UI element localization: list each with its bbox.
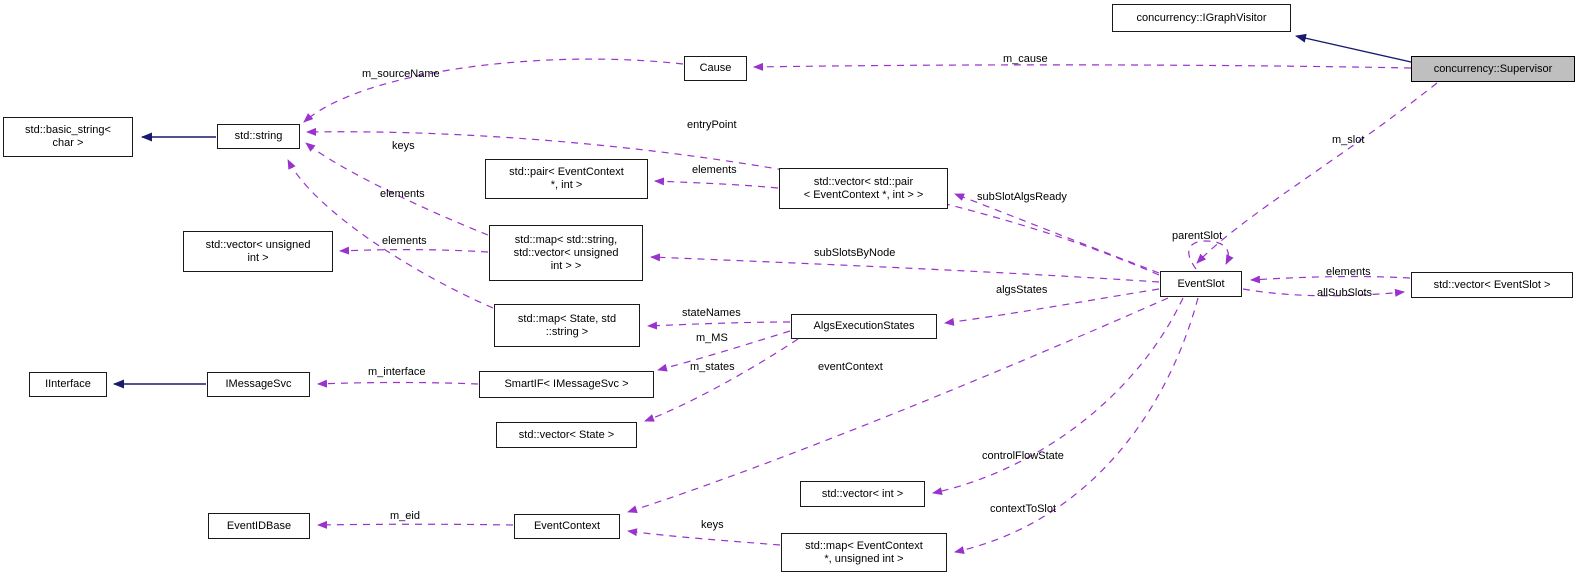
edge-label-allsubslots: allSubSlots [1317,287,1373,299]
node-vector-unsigned-int[interactable]: std::vector< unsigned int > [183,231,333,272]
node-vector-int[interactable]: std::vector< int > [800,481,925,507]
node-std-string[interactable]: std::string [217,124,300,149]
edge-entrypoint [306,127,1160,276]
edge-label-elements-string: elements [380,188,425,200]
edge-controlflowstate [932,297,1184,496]
node-vector-eventslot[interactable]: std::vector< EventSlot > [1411,272,1573,298]
edge-label-m-slot: m_slot [1332,134,1365,146]
node-imessagesvc[interactable]: IMessageSvc [207,372,310,397]
edge-contexttoslot [954,297,1199,554]
edge-m-sourcename [303,58,684,123]
edge-label-elements-vector-unsigned: elements [382,235,427,247]
edge-eventcontext [627,297,1169,514]
node-cause[interactable]: Cause [684,56,747,81]
node-eventslot[interactable]: EventSlot [1160,271,1242,297]
node-map-string-vector[interactable]: std::map< std::string, std::vector< unsi… [489,225,643,281]
edge-label-m-eid: m_eid [390,510,420,522]
edge-m-states [644,338,799,422]
node-map-state-string[interactable]: std::map< State, std ::string > [494,304,640,347]
edge-m-cause [753,62,1412,71]
edge-supervisor-igraphvisitor [1295,33,1412,63]
edge-label-contexttoslot: contextToSlot [990,503,1057,515]
edge-m-ms [657,330,791,372]
edge-elements-vector-unsigned [339,246,489,255]
edge-m-interface [317,379,479,388]
node-supervisor: concurrency::Supervisor [1411,56,1575,82]
edge-label-controlflowstate: controlFlowState [982,450,1064,462]
node-igraphvisitor[interactable]: concurrency::IGraphVisitor [1112,4,1291,32]
edge-label-parentslot: parentSlot [1172,230,1223,242]
edge-label-entrypoint: entryPoint [687,119,737,131]
edge-label-eventcontext: eventContext [818,361,883,373]
node-algs-execution-states[interactable]: AlgsExecutionStates [791,314,937,339]
node-smartif[interactable]: SmartIF< IMessageSvc > [479,371,654,398]
edge-subslotsbynode [650,253,1160,283]
edge-elements-eventslot [1250,275,1411,284]
node-vector-pair[interactable]: std::vector< std::pair < EventContext *,… [779,168,948,209]
node-eventidbase[interactable]: EventIDBase [208,513,310,539]
edge-label-keys-context: keys [701,519,724,531]
edge-m-slot [1196,82,1438,264]
edge-label-m-interface: m_interface [368,366,426,378]
edge-statenames [647,321,791,330]
node-pair-eventcontext-int[interactable]: std::pair< EventContext *, int > [485,159,648,199]
edge-label-keys-string: keys [392,140,415,152]
node-basic-string[interactable]: std::basic_string< char > [3,117,133,157]
edge-allsubslots [1242,288,1405,297]
node-eventcontext[interactable]: EventContext [514,514,620,539]
edge-elements-pair [654,177,779,189]
edge-label-elements-eventslot: elements [1326,266,1371,278]
edge-label-subslotalgsready: subSlotAlgsReady [977,191,1067,203]
edge-label-algsstates: algsStates [996,284,1048,296]
edge-label-m-states: m_states [690,361,735,373]
edge-label-subslotsbynode: subSlotsByNode [814,247,896,259]
node-map-eventcontext-unsigned[interactable]: std::map< EventContext *, unsigned int > [781,533,947,572]
edge-parentslot-loop [1188,240,1234,270]
edge-keys-string [305,142,489,236]
edge-label-statenames: stateNames [682,307,741,319]
edge-label-m-ms: m_MS [696,332,728,344]
edge-label-m-cause: m_cause [1003,53,1048,65]
edge-subslotalgsready [954,193,1160,274]
edge-keys-context [627,528,781,546]
edge-label-m-sourcename: m_sourceName [362,68,440,80]
edge-m-eid [317,520,514,529]
node-iinterface[interactable]: IInterface [29,372,107,397]
edge-label-elements-pair: elements [692,164,737,176]
edge-algsstates [944,288,1160,326]
node-vector-state[interactable]: std::vector< State > [496,422,637,448]
